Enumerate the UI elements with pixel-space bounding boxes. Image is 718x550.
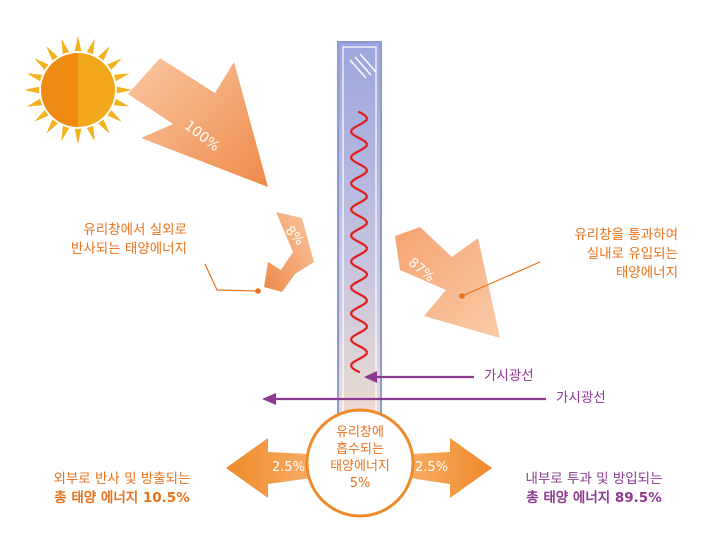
glass-shine-icon: [349, 53, 377, 79]
reflected-arrow: [264, 212, 314, 292]
outside-total-label: 외부로 반사 및 방출되는 총 태양 에너지 10.5%: [53, 471, 191, 506]
visible-light-arrow-1: [364, 371, 474, 383]
transmitted-arrow: [395, 227, 500, 338]
reflected-label: 유리창에서 실외로 반사되는 태양에너지: [70, 222, 187, 257]
transmitted-label: 유리창을 통과하여 실내로 유입되는 태양에너지: [574, 227, 678, 281]
incoming-arrow: [128, 58, 268, 187]
outward-arrow: [226, 438, 330, 498]
visible-light-arrow-2: [262, 393, 546, 405]
inside-total-label: 내부로 투과 및 방입되는 총 태양 에너지 89.5%: [525, 471, 663, 506]
inward-pct-label: 2.5%: [415, 460, 448, 475]
leader-transmitted: [459, 261, 541, 299]
visible-light-label-1: 가시광선: [484, 368, 534, 384]
visible-light-label-2: 가시광선: [556, 390, 606, 406]
absorbed-label: 유리창에 흡수되는 태양에너지 5%: [330, 425, 390, 491]
inward-arrow: [392, 438, 492, 498]
leader-reflected: [204, 263, 261, 294]
absorbed-circle: [305, 408, 415, 518]
heat-wave: [349, 110, 369, 374]
sun-icon: [24, 36, 132, 144]
outward-pct-label: 2.5%: [272, 460, 305, 475]
